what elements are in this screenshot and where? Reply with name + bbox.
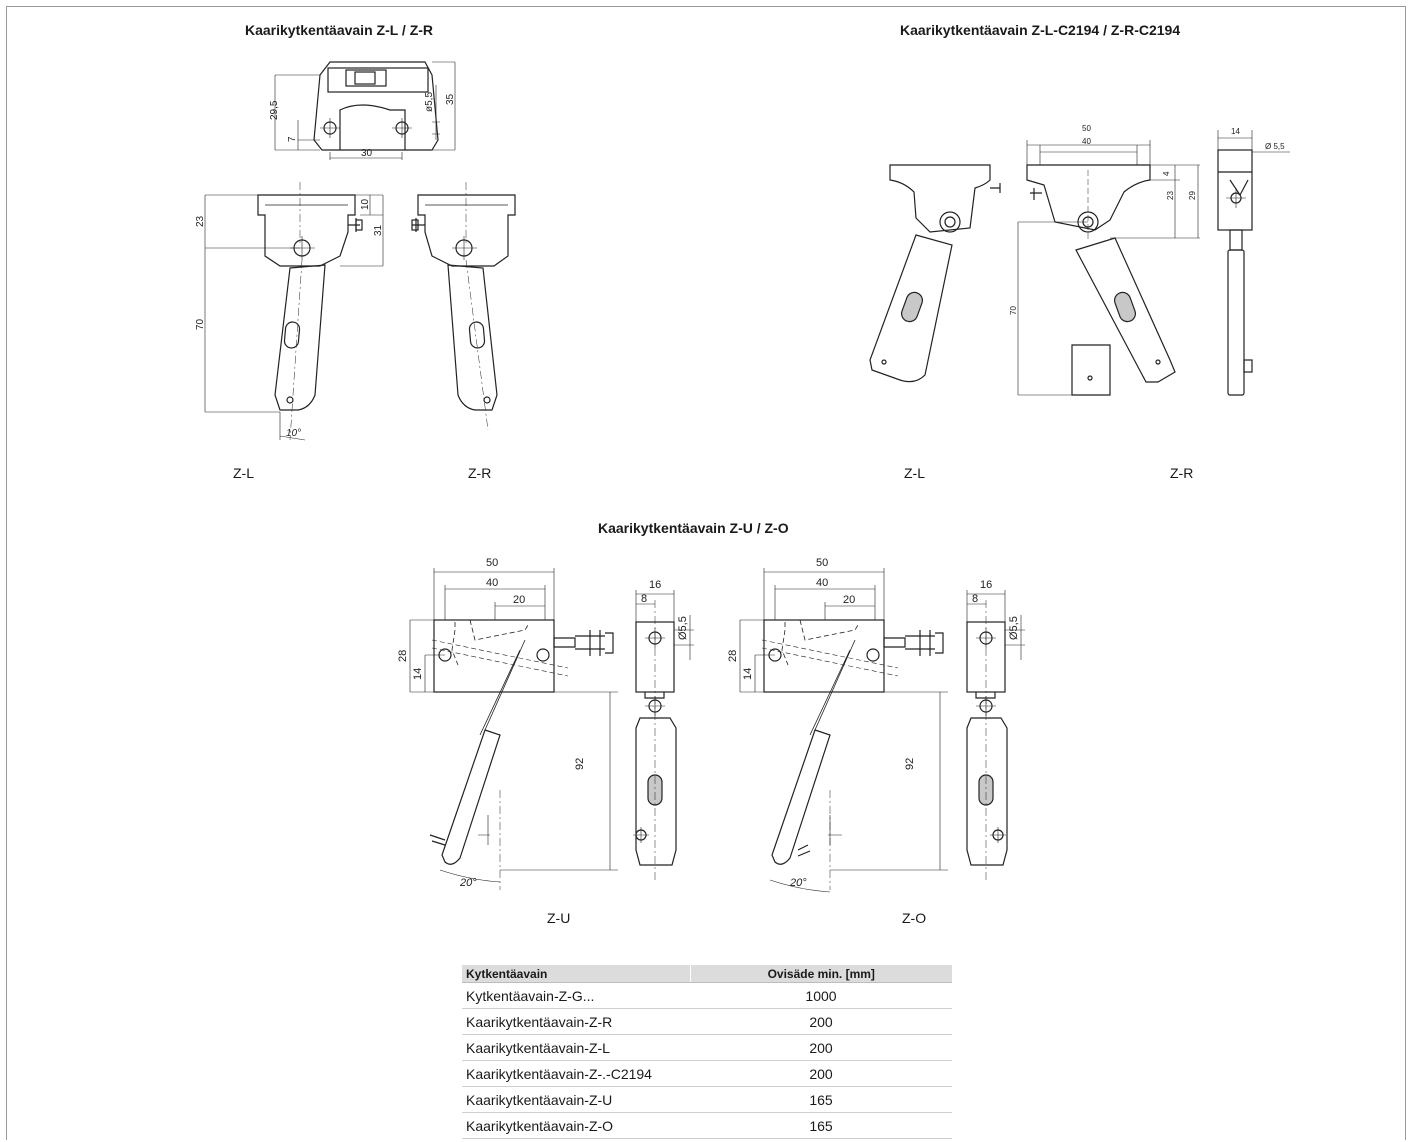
zr-side-view	[411, 182, 516, 431]
c2194-dim-14: 14	[1231, 127, 1240, 136]
zu-dim-14: 14	[412, 668, 424, 680]
caption-zo: Z-O	[902, 910, 927, 926]
dim-23: 23	[195, 215, 206, 227]
c2194-dim-70: 70	[1009, 306, 1018, 315]
dim-29-5: 29,5	[269, 100, 280, 120]
caption-zl: Z-L	[233, 465, 254, 481]
zo-dim-40: 40	[816, 577, 828, 589]
zo-dim-20-deg: 20°	[789, 877, 807, 889]
title-c2194: Kaarikytkentäavain Z-L-C2194 / Z-R-C2194	[900, 22, 1181, 38]
zu-dim-20: 20	[513, 594, 525, 606]
dim-30: 30	[361, 148, 373, 159]
zlzr-top-view	[274, 61, 456, 160]
title-zl-zr: Kaarikytkentäavain Z-L / Z-R	[245, 22, 434, 38]
drawing-frame	[6, 6, 1406, 1140]
zu-dim-20-deg: 20°	[459, 877, 477, 889]
zu-dim-50: 50	[486, 557, 498, 569]
zo-dim-16: 16	[980, 579, 992, 591]
c2194-dim-50: 50	[1082, 124, 1091, 133]
cell-radius: 165	[690, 1112, 952, 1139]
table-row: Kaarikytkentäavain-Z-R 200	[462, 1008, 952, 1035]
zo-dim-50: 50	[816, 557, 828, 569]
zo-dim-28: 28	[727, 650, 739, 662]
dim-70: 70	[195, 318, 206, 330]
caption-zr-c2194: Z-R	[1170, 465, 1194, 481]
zu-dim-92: 92	[574, 758, 586, 770]
c2194-dim-d5-5: Ø 5,5	[1265, 142, 1285, 151]
cell-key: Kaarikytkentäavain-Z-R	[462, 1008, 690, 1035]
zo-dim-d5-5: Ø5,5	[1008, 616, 1020, 640]
dim-10: 10	[360, 198, 371, 210]
header-radius: Ovisäde min. [mm]	[689, 965, 952, 983]
header-key: Kytkentäavain	[462, 965, 690, 983]
cell-key: Kytkentäavain-Z-G...	[462, 982, 690, 1009]
cell-key: Kaarikytkentäavain-Z-L	[462, 1034, 690, 1061]
table-row: Kaarikytkentäavain-Z-L 200	[462, 1034, 952, 1061]
table-header-row: Kytkentäavain Ovisäde min. [mm]	[462, 965, 952, 983]
dim-7: 7	[287, 136, 298, 142]
zu-dim-40: 40	[486, 577, 498, 589]
table-row: Kaarikytkentäavain-Z-U 165	[462, 1086, 952, 1113]
cell-radius: 200	[690, 1008, 952, 1035]
cell-radius: 200	[690, 1060, 952, 1087]
zu-dim-8: 8	[641, 593, 647, 605]
c2194-end-view	[1217, 130, 1290, 396]
table-row: Kaarikytkentäavain-Z-O 165	[462, 1112, 952, 1139]
zu-dim-d5-5: Ø5,5	[677, 616, 689, 640]
door-radius-table: Kytkentäavain Ovisäde min. [mm] Kytkentä…	[462, 965, 952, 1139]
zo-end-view	[966, 590, 1025, 882]
title-zu-zo: Kaarikytkentäavain Z-U / Z-O	[598, 520, 789, 536]
c2194-dim-4: 4	[1162, 171, 1171, 176]
zo-dim-20: 20	[843, 594, 855, 606]
caption-zu: Z-U	[547, 910, 571, 926]
cell-key: Kaarikytkentäavain-Z-O	[462, 1112, 690, 1139]
zo-dim-8: 8	[972, 593, 978, 605]
zo-front-view	[739, 568, 948, 893]
dim-35: 35	[445, 93, 456, 105]
c2194-dim-40: 40	[1082, 137, 1091, 146]
zu-end-view	[633, 590, 694, 882]
table-row: Kaarikytkentäavain-Z-.-C2194 200	[462, 1060, 952, 1087]
dim-10-deg: 10°	[286, 428, 301, 439]
c2194-dim-29: 29	[1188, 191, 1197, 200]
c2194-zr-view	[1017, 140, 1200, 396]
table-row: Kytkentäavain-Z-G... 1000	[462, 982, 952, 1009]
cell-radius: 200	[690, 1034, 952, 1061]
zo-dim-14: 14	[742, 668, 754, 680]
zu-dim-28: 28	[397, 650, 409, 662]
zu-front-view	[409, 568, 618, 890]
cell-radius: 165	[690, 1086, 952, 1113]
caption-zl-c2194: Z-L	[904, 465, 925, 481]
zu-dim-16: 16	[649, 579, 661, 591]
c2194-zl-view	[869, 164, 1001, 383]
dim-31: 31	[373, 224, 384, 236]
caption-zr: Z-R	[468, 465, 492, 481]
cell-radius: 1000	[690, 982, 952, 1009]
dim-d5-5: ø5,5	[424, 92, 435, 112]
cell-key: Kaarikytkentäavain-Z-U	[462, 1086, 690, 1113]
cell-key: Kaarikytkentäavain-Z-.-C2194	[462, 1060, 690, 1087]
zo-dim-92: 92	[904, 758, 916, 770]
zl-side-view	[204, 182, 384, 441]
c2194-dim-23: 23	[1166, 191, 1175, 200]
